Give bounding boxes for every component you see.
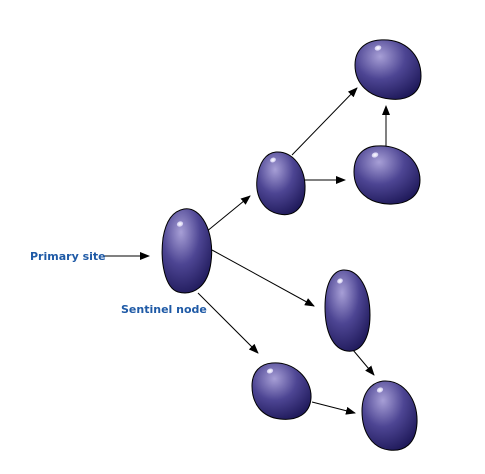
- edge-sentinel-to-upper-mid: [205, 195, 251, 233]
- edge-lower-mid-to-bottom-right: [352, 349, 375, 376]
- node-upper-right: [353, 145, 421, 205]
- edge-sentinel-to-bottom-left: [197, 292, 259, 354]
- edge-upper-mid-to-top-right: [291, 87, 358, 156]
- node-upper-mid: [256, 151, 306, 216]
- edge-sentinel-to-lower-mid: [211, 249, 315, 307]
- sentinel-node-label: Sentinel node: [121, 303, 207, 316]
- node-bottom-left: [251, 362, 312, 420]
- node-sentinel: [161, 208, 213, 294]
- node-lower-mid: [324, 269, 371, 352]
- primary-site-label: Primary site: [30, 250, 106, 263]
- edge-bottom-left-to-bottom-right: [311, 401, 356, 415]
- edges: [104, 87, 390, 415]
- node-bottom-right: [361, 380, 418, 451]
- node-top-right: [354, 39, 422, 100]
